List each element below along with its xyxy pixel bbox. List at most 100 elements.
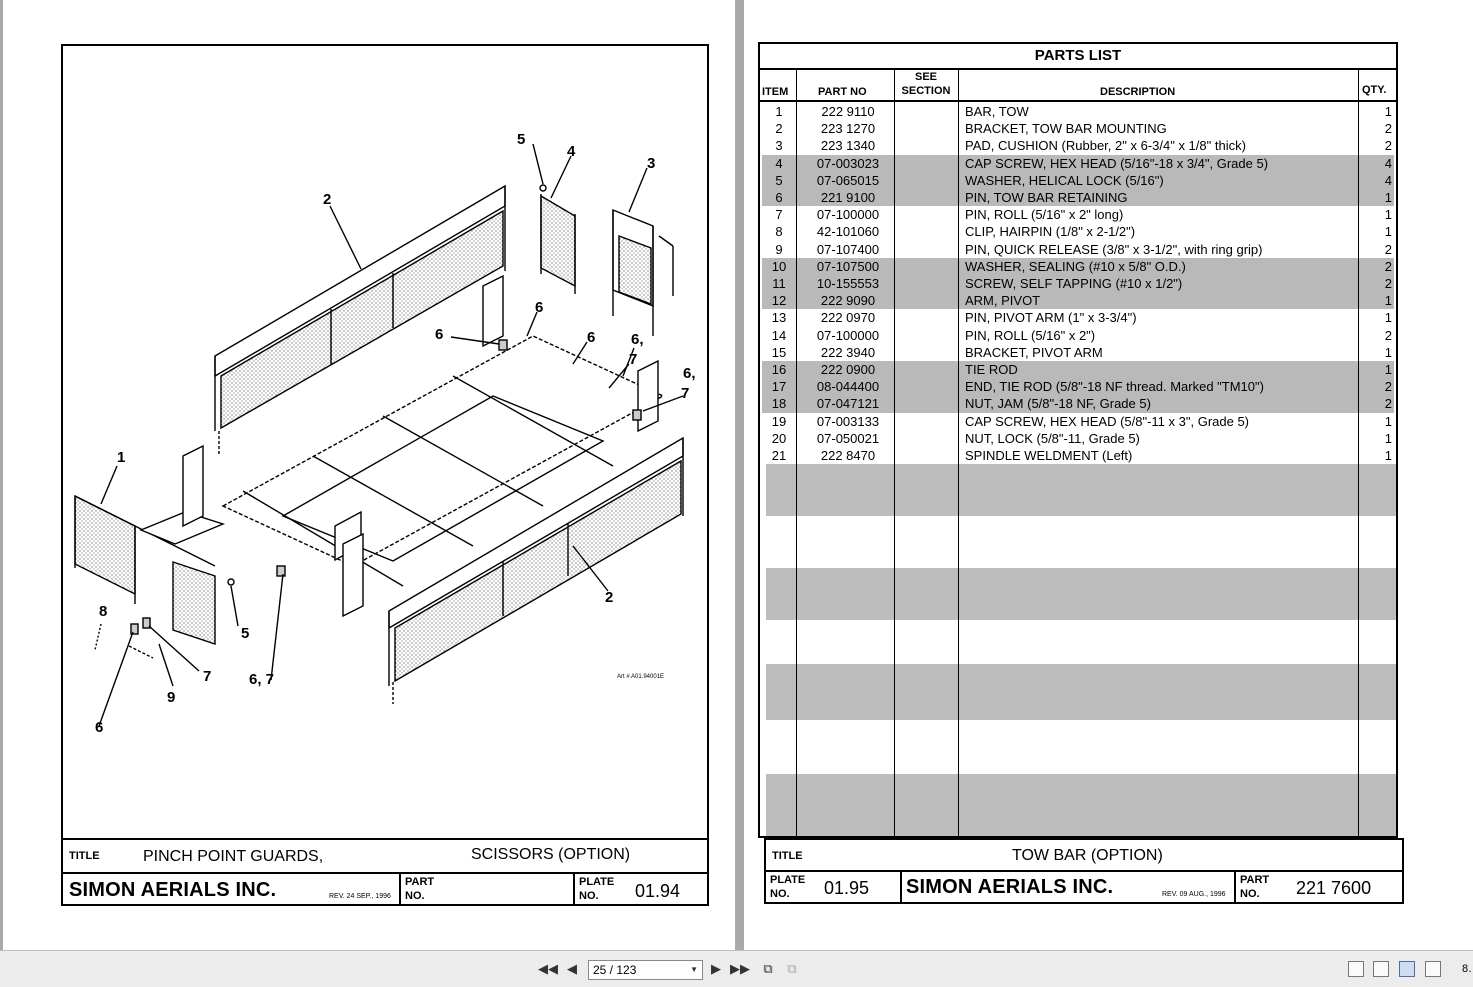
page-right: PARTS LIST ITEM PART NO SEE SECTION DESC…: [744, 0, 1473, 950]
part-no-cell: 223 1340: [820, 138, 876, 154]
plate-no-label-2: NO.: [579, 890, 599, 902]
description-cell: PIN, QUICK RELEASE (3/8" x 3-1/2", with …: [965, 241, 1263, 257]
facing-pages-layout-icon[interactable]: [1399, 961, 1415, 977]
description-cell: PIN, TOW BAR RETAINING: [965, 190, 1128, 205]
continuous-facing-layout-icon[interactable]: [1425, 961, 1441, 977]
qty-cell: 1: [1384, 293, 1392, 309]
page-left: Art # A01.94001E 1 2 2 3 4 5 5 6 6 6 6, …: [3, 0, 735, 950]
art-number: Art # A01.94001E: [617, 674, 664, 680]
part-no-cell: 10-155553: [816, 276, 880, 291]
callout-2-top: 2: [323, 191, 331, 208]
zoom-level[interactable]: 8…: [1462, 963, 1473, 975]
drawing-frame: Art # A01.94001E 1 2 2 3 4 5 5 6 6 6 6, …: [61, 44, 709, 906]
empty-shaded-band: [766, 464, 1396, 516]
qty-cell: 1: [1384, 190, 1392, 205]
part-no-label-2: NO.: [405, 890, 425, 902]
document-viewer[interactable]: Art # A01.94001E 1 2 2 3 4 5 5 6 6 6 6, …: [0, 0, 1473, 950]
callout-7-c: 7: [203, 668, 211, 685]
part-no-cell: 222 0900: [820, 362, 876, 377]
description-cell: NUT, LOCK (5/8"-11, Grade 5): [965, 430, 1140, 446]
callout-7-b: 7: [681, 385, 689, 402]
callout-6-c: 6: [587, 329, 595, 346]
part-no-cell: 08-044400: [816, 379, 880, 395]
title-text-part1: PINCH POINT GUARDS,: [143, 848, 324, 865]
first-page-icon[interactable]: ◀◀: [538, 961, 558, 976]
qty-cell: 1: [1384, 104, 1392, 119]
description-cell: PIN, ROLL (5/16" x 2" long): [965, 207, 1124, 223]
description-cell: ARM, PIVOT: [965, 293, 1041, 309]
title-text-part2: SCISSORS (OPTION): [471, 846, 631, 863]
part-no-cell: 221 9100: [820, 190, 876, 205]
item-cell: 21: [771, 448, 787, 463]
company-name: SIMON AERIALS INC.: [69, 879, 277, 901]
viewer-toolbar: ◀◀ ◀ 25 / 123 ▼ ▶ ▶▶ ⧉ ⧉ 8…: [0, 950, 1473, 987]
item-cell: 7: [775, 207, 783, 223]
item-cell: 9: [775, 241, 783, 257]
qty-cell: 1: [1384, 413, 1392, 429]
parts-list-frame: PARTS LIST ITEM PART NO SEE SECTION DESC…: [758, 42, 1404, 904]
qty-cell: 1: [1384, 344, 1392, 360]
title-block-title-row: TITLE TOW BAR (OPTION): [764, 838, 1404, 872]
empty-shaded-band: [766, 774, 1396, 836]
qty-cell: 2: [1384, 121, 1392, 137]
callout-4: 4: [567, 143, 576, 160]
qty-cell: 1: [1384, 310, 1392, 326]
callout-6-d: 6,: [631, 331, 644, 348]
description-cell: PIN, ROLL (5/16" x 2"): [965, 327, 1096, 343]
description-cell: PAD, CUSHION (Rubber, 2" x 6-3/4" x 1/8"…: [965, 138, 1246, 154]
part-number: 221 7600: [1296, 878, 1372, 898]
qty-cell: 2: [1384, 276, 1392, 291]
plate-number: 01.94: [635, 881, 681, 901]
part-no-cell: 222 9110: [821, 104, 875, 119]
prev-page-icon[interactable]: ◀: [567, 961, 577, 976]
title-label: TITLE: [772, 850, 803, 862]
qty-cell: 2: [1384, 327, 1392, 343]
col-header-qty: QTY.: [1358, 70, 1398, 102]
qty-cell: 1: [1384, 207, 1392, 223]
part-no-cell: 07-100000: [816, 327, 880, 343]
description-cell: END, TIE ROD (5/8"-18 NF thread. Marked …: [965, 379, 1264, 395]
title-text: TOW BAR (OPTION): [1012, 847, 1163, 864]
page-number-select[interactable]: 25 / 123 ▼: [588, 960, 703, 980]
next-page-icon[interactable]: ▶: [711, 961, 721, 976]
description-cell: CAP SCREW, HEX HEAD (5/8"-11 x 3", Grade…: [965, 413, 1250, 429]
qty-cell: 2: [1384, 379, 1392, 395]
item-cell: 10: [771, 258, 787, 274]
item-cell: 13: [771, 310, 787, 326]
continuous-layout-icon[interactable]: [1373, 961, 1389, 977]
plate-no-label-1: PLATE: [770, 874, 806, 886]
callout-1: 1: [117, 449, 125, 466]
page-indicator: 25 / 123: [593, 963, 637, 977]
last-page-icon[interactable]: ▶▶: [730, 961, 750, 976]
col-header-see-section: SEE SECTION: [894, 70, 958, 102]
item-cell: 15: [771, 344, 787, 360]
qty-cell: 4: [1384, 172, 1392, 188]
go-forward-view-icon[interactable]: ⧉: [787, 961, 797, 976]
item-cell: 5: [775, 172, 783, 188]
description-cell: CAP SCREW, HEX HEAD (5/16"-18 x 3/4", Gr…: [965, 155, 1269, 171]
qty-cell: 2: [1384, 138, 1392, 154]
part-no-cell: 07-003133: [816, 413, 880, 429]
parts-list-header: PARTS LIST: [760, 44, 1396, 70]
callout-6-b: 6: [535, 299, 543, 316]
callout-6-g: 6: [95, 719, 103, 736]
callout-6-a: 6: [435, 326, 443, 343]
item-cell: 2: [775, 121, 783, 137]
go-back-view-icon[interactable]: ⧉: [763, 961, 773, 976]
callout-5-top: 5: [517, 131, 525, 148]
description-cell: BAR, TOW: [965, 104, 1029, 119]
part-no-cell: 07-107500: [816, 258, 880, 274]
single-page-layout-icon[interactable]: [1348, 961, 1364, 977]
callout-2-bottom: 2: [605, 589, 613, 606]
qty-cell: 1: [1384, 224, 1392, 240]
part-no-cell: 223 1270: [820, 121, 876, 137]
item-cell: 12: [771, 293, 787, 309]
